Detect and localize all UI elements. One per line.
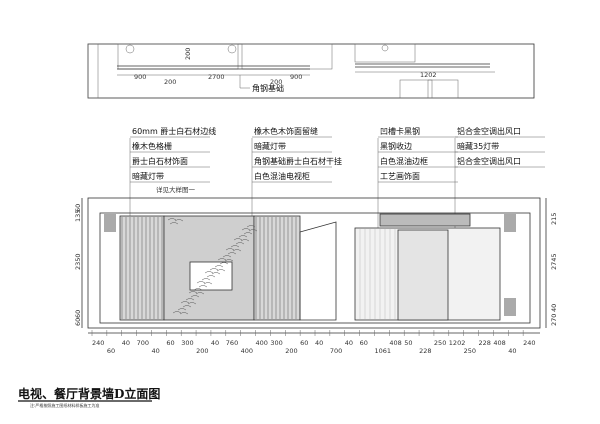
dim-label: 1202 [449, 339, 466, 347]
dim-label: 200 [285, 347, 297, 355]
dim-label: 250 [434, 339, 446, 347]
hatch-block [104, 214, 116, 232]
dim-label: 215 [550, 213, 558, 225]
dim-label: 60 [166, 339, 174, 347]
plan-view: 角钢基础 900 200 2700 200 900 1202 200 [87, 43, 535, 99]
annotation-label: 铝合金空调出风口 [457, 126, 521, 136]
dim-label: 300 [181, 339, 193, 347]
dim-label: 200 [184, 48, 192, 60]
annotation-label: 角钢基础爵士白石材干挂 [254, 156, 342, 166]
drawing-subtitle: 注:严格按照施工图纸材料样板施工为准 [30, 402, 99, 408]
annotations: 60mm 爵士白石材边线橡木色格栅爵士白石材饰面暗藏灯带橡木色木饰面留缝暗藏灯带… [129, 126, 545, 228]
dim-label: 400 [241, 347, 253, 355]
dim-label: 2350 [74, 253, 82, 270]
dim-label: 408 [389, 339, 401, 347]
drawing-title: 电视、餐厅背景墙D立面图 [18, 386, 160, 401]
dim-label: 60 [74, 318, 82, 326]
annotation-label: 白色混油电视柜 [254, 171, 310, 181]
dim-label: 60 [107, 347, 115, 355]
hatch-block [504, 298, 516, 316]
hatch-block [504, 214, 516, 232]
annotation-label: 铝合金空调出风口 [457, 156, 521, 166]
dim-label: 40 [211, 339, 219, 347]
tv-screen [189, 261, 233, 291]
dim-label: 900 [290, 73, 302, 81]
dim-label: 200 [164, 78, 176, 86]
dim-label: 60 [300, 339, 308, 347]
dim-label: 50 [404, 339, 412, 347]
annotation-label: 白色混油边框 [380, 156, 428, 166]
dim-label: 40 [315, 339, 323, 347]
dim-label: 700 [137, 339, 149, 347]
art-panel [397, 229, 449, 321]
dim-label: 60 [74, 310, 82, 318]
dim-label: 400 [256, 339, 268, 347]
dim-label: 60 [360, 339, 368, 347]
dim-label: 40 [345, 339, 353, 347]
detail-ref: 详见大样图一 [156, 185, 196, 194]
annotation-label: 暗藏灯带 [132, 171, 164, 181]
dim-label: 40 [508, 347, 516, 355]
dim-label: 1061 [374, 347, 391, 355]
annotation-label: 暗藏35灯带 [457, 141, 499, 151]
dim-label: 40 [122, 339, 130, 347]
annotation-label: 黑钢收边 [380, 141, 412, 151]
dim-label: 40 [550, 304, 558, 312]
plan-label: 角钢基础 [252, 83, 284, 93]
dim-label: 270 [550, 314, 558, 326]
dim-label: 2700 [208, 73, 225, 81]
dim-label: 408 [493, 339, 505, 347]
dim-label: 135 [74, 210, 82, 222]
dim-label: 2745 [550, 253, 558, 270]
elevation-view [81, 197, 547, 334]
dim-label: 228 [419, 347, 431, 355]
annotation-label: 爵士白石材饰面 [132, 156, 188, 166]
dim-label: 60 [74, 204, 82, 212]
dim-label: 200 [270, 78, 282, 86]
dim-label: 700 [330, 347, 342, 355]
dim-label: 200 [196, 347, 208, 355]
dim-label: 760 [226, 339, 238, 347]
grille-right [253, 215, 301, 321]
annotation-label: 工艺画饰面 [380, 171, 420, 181]
annotation-label: 橡木色木饰面留缝 [254, 126, 318, 136]
dim-label: 40 [151, 347, 159, 355]
dim-label: 250 [464, 347, 476, 355]
dim-label: 1202 [420, 71, 437, 79]
annotation-label: 暗藏灯带 [254, 141, 286, 151]
dim-label: 300 [270, 339, 282, 347]
annotation-label: 橡木色格栅 [132, 141, 172, 151]
dim-label: 900 [134, 73, 146, 81]
annotation-label: 凹槽卡黑钢 [380, 126, 420, 136]
dim-label: 240 [523, 339, 535, 347]
annotation-label: 60mm 爵士白石材边线 [132, 126, 216, 136]
dim-label: 240 [92, 339, 104, 347]
dim-label: 228 [479, 339, 491, 347]
